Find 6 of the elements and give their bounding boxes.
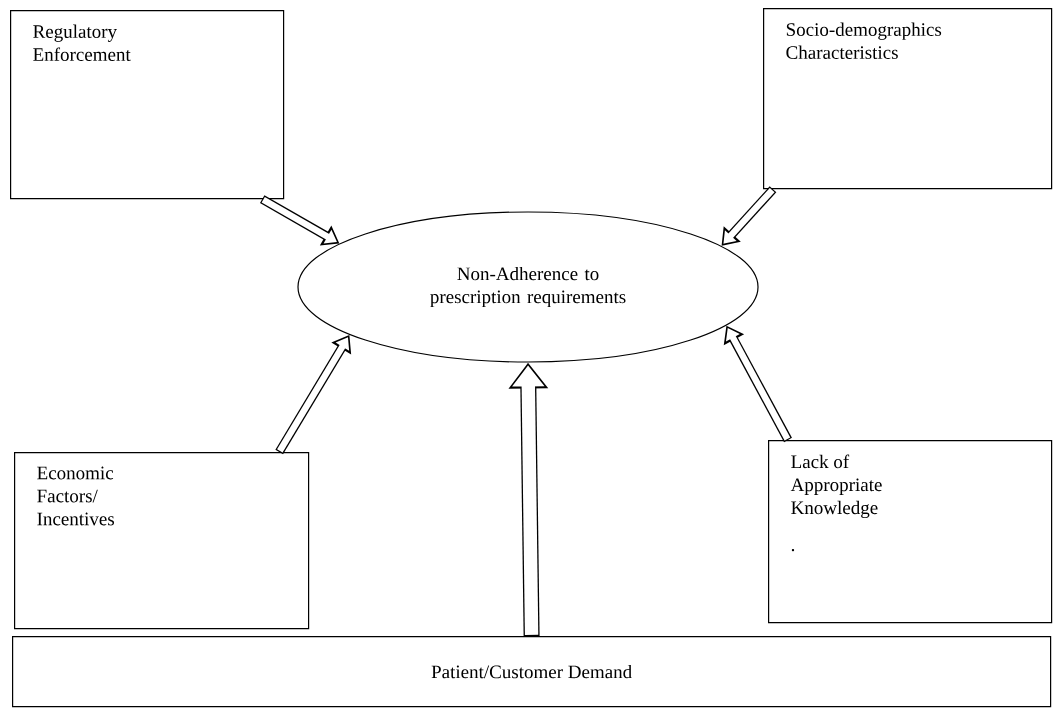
demand-band: Patient/Customer Demand xyxy=(12,636,1052,708)
factor-box: Economic Factors/ Incentives xyxy=(14,452,310,630)
factor-box: Regulatory Enforcement xyxy=(10,10,285,200)
block-arrow xyxy=(721,186,777,246)
factor-box: Socio-demographics Characteristics xyxy=(763,8,1053,190)
factor-box: Lack of Appropriate Knowledge . xyxy=(768,440,1053,624)
